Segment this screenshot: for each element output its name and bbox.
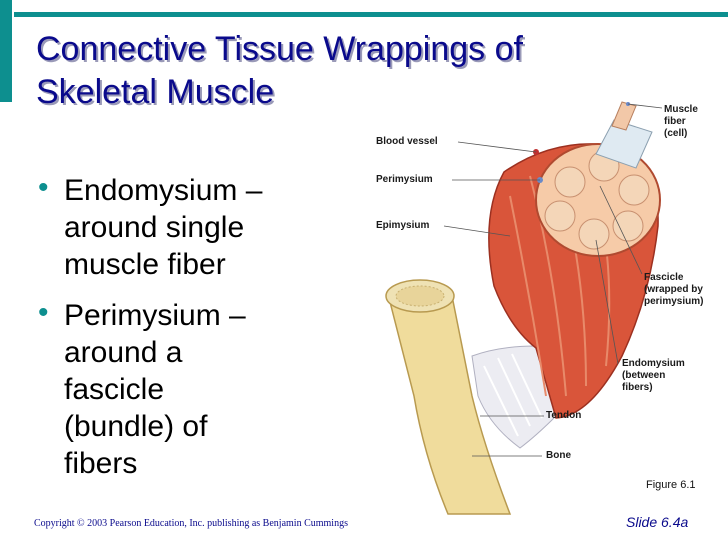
bullet-item-perimysium: • Perimysium – around a fascicle (bundle… xyxy=(38,297,328,482)
label-perimysium: Perimysium xyxy=(376,174,433,185)
label-bone: Bone xyxy=(546,450,571,461)
bullet-line: Perimysium – xyxy=(64,299,246,332)
slide-number: Slide 6.4a xyxy=(626,514,689,530)
label-blood-vessel: Blood vessel xyxy=(376,136,438,147)
bullet-line: (bundle) of xyxy=(64,410,208,443)
figure-caption: Figure 6.1 xyxy=(646,479,696,491)
label-epimysium: Epimysium xyxy=(376,220,430,231)
bone-marrow xyxy=(395,285,445,307)
tendon xyxy=(471,345,557,449)
label-endomysium: Endomysium (between fibers) xyxy=(622,358,685,393)
label-muscle-fiber: Muscle fiber (cell) xyxy=(664,104,698,139)
copyright-notice: Copyright © 2003 Pearson Education, Inc.… xyxy=(34,518,348,529)
bullet-item-endomysium: • Endomysium – around single muscle fibe… xyxy=(38,172,328,283)
slide-title: Connective Tissue Wrappings of Skeletal … xyxy=(36,28,676,114)
bullet-line: Endomysium – xyxy=(64,174,263,207)
title-line: Skeletal Muscle xyxy=(36,73,275,111)
muscle-fiber xyxy=(611,101,637,131)
bullet-text: Perimysium – around a fascicle (bundle) … xyxy=(64,297,328,482)
bullet-dot-icon: • xyxy=(38,171,49,204)
title-line: Connective Tissue Wrappings of xyxy=(36,30,523,68)
muscle-anatomy-figure: Muscle fiber (cell) Blood vessel Perimys… xyxy=(360,96,728,516)
bullet-line: muscle fiber xyxy=(64,248,226,281)
bullet-dot-icon: • xyxy=(38,296,49,329)
top-accent-bar xyxy=(14,12,728,17)
bullet-text: Endomysium – around single muscle fiber xyxy=(64,172,328,283)
bullet-line: around a xyxy=(64,336,183,369)
bullet-list: • Endomysium – around single muscle fibe… xyxy=(38,172,328,496)
bullet-line: fascicle xyxy=(64,373,165,406)
label-tendon: Tendon xyxy=(546,410,582,421)
label-fascicle: Fascicle (wrapped by perimysium) xyxy=(644,272,704,307)
muscle-illustration xyxy=(385,101,663,515)
fascicle xyxy=(595,119,653,169)
left-accent-bar xyxy=(0,0,12,102)
bullet-line: fibers xyxy=(64,447,138,480)
bullet-line: around single xyxy=(64,211,245,244)
